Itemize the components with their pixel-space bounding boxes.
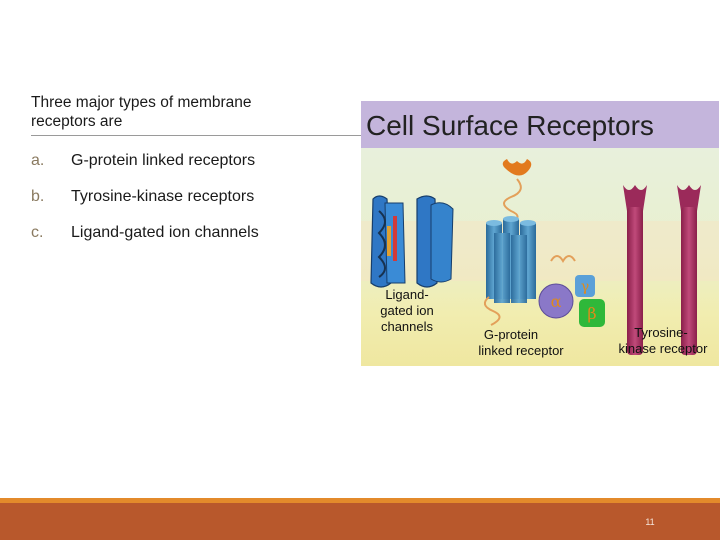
footer-bar — [0, 503, 720, 540]
intro-line-2: receptors are — [31, 113, 123, 130]
list-item: b. Tyrosine-kinase receptors — [31, 188, 254, 206]
list-item: a. G-protein linked receptors — [31, 152, 255, 170]
list-item-label: Ligand-gated ion channels — [71, 224, 259, 241]
ion-channel-illustration — [370, 195, 454, 288]
list-marker: b. — [31, 188, 45, 205]
page-number: 11 — [645, 517, 655, 527]
g-protein-receptor-illustration: α γ β — [483, 159, 605, 327]
ligand-label-1: Ligand- — [385, 287, 428, 302]
figure-title: Cell Surface Receptors — [366, 110, 654, 141]
tyrosine-kinase-illustration — [623, 185, 701, 355]
list-item-label: Tyrosine-kinase receptors — [71, 188, 255, 205]
list-marker: a. — [31, 152, 45, 169]
list-item-label: G-protein linked receptors — [71, 152, 256, 169]
list-item: c. Ligand-gated ion channels — [31, 224, 259, 242]
beta-label: β — [587, 304, 596, 323]
ligand-label-3: channels — [381, 319, 434, 334]
gamma-label: γ — [581, 279, 589, 295]
alpha-label: α — [551, 292, 562, 311]
gprotein-label-1: G-protein — [484, 327, 538, 342]
intro-text: Three major types of membrane receptors … — [31, 93, 331, 131]
title-band — [361, 101, 719, 148]
intro-line-1: Three major types of membrane — [31, 94, 252, 111]
tyrosine-label-1: Tyrosine- — [634, 325, 687, 340]
footer-accent-line — [0, 498, 720, 503]
ligand-label-2: gated ion — [380, 303, 434, 318]
membrane-band — [361, 221, 719, 281]
tyrosine-label-2: kinase receptor — [619, 341, 709, 356]
list-marker: c. — [31, 224, 44, 241]
cell-surface-receptors-figure: Cell Surface Receptors α — [361, 101, 719, 366]
gprotein-label-2: linked receptor — [478, 343, 564, 358]
divider — [31, 135, 361, 136]
